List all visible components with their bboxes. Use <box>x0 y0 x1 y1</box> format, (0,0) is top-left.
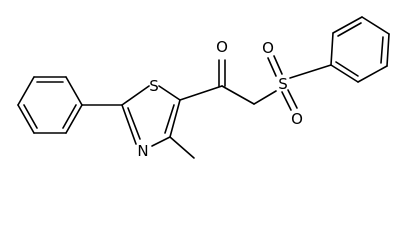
molecule-diagram: S N O S O O <box>17 16 390 160</box>
bond <box>386 33 390 67</box>
bond <box>357 65 388 83</box>
bond <box>330 32 334 66</box>
sulfonyl-double-bond-top <box>273 55 283 75</box>
bond <box>65 76 83 106</box>
bond-ch2-sulfonyl <box>253 90 277 105</box>
sulfonyl-double-bond-bottom <box>281 91 292 111</box>
aromatic-bond-inner <box>23 104 38 129</box>
aromatic-bond-inner <box>337 22 362 37</box>
bond-c4-n3 <box>151 136 171 147</box>
bond-c5-carbonyl <box>179 85 223 101</box>
phenyl-ring-left <box>17 76 83 134</box>
sulfonyl-double-bond-top <box>267 57 277 77</box>
bond-sulfonyl-phenyl <box>289 64 332 79</box>
phenyl-ring-right <box>330 16 390 83</box>
bond <box>65 104 83 134</box>
sulfonyl-oxygen-bottom-label: O <box>291 110 303 128</box>
sulfonyl-oxygen-top-label: O <box>262 39 274 57</box>
bond <box>330 64 359 83</box>
aromatic-bond-inner <box>62 104 77 129</box>
bond-s1-c5 <box>158 85 181 101</box>
bond-n3-c2-double <box>127 107 141 140</box>
bond-carbonyl-ch2 <box>221 85 255 105</box>
bond <box>17 76 35 106</box>
bond <box>17 104 35 134</box>
bond-c2-s1 <box>121 85 150 106</box>
thiazole-sulfur-label: S <box>149 77 159 95</box>
aromatic-bond-inner <box>335 61 359 77</box>
aromatic-bond-inner <box>380 36 384 64</box>
bond-c5-c4-double <box>164 104 175 134</box>
thiazole-nitrogen-label: N <box>137 142 148 160</box>
molecule-svg: S N O S O O <box>17 16 390 160</box>
thiazole-ring <box>121 85 181 147</box>
bond-c5-c4 <box>169 99 181 138</box>
carbonyl-oxygen-label: O <box>216 38 228 56</box>
atom-labels: S N O S O O <box>137 38 303 160</box>
methyl-bond <box>169 136 195 159</box>
bond <box>332 16 363 34</box>
bond <box>361 16 390 35</box>
sulfonyl-sulfur-label: S <box>278 75 288 93</box>
bond-n3-c2 <box>121 104 137 145</box>
sulfonyl-double-bond-bottom <box>287 89 298 109</box>
